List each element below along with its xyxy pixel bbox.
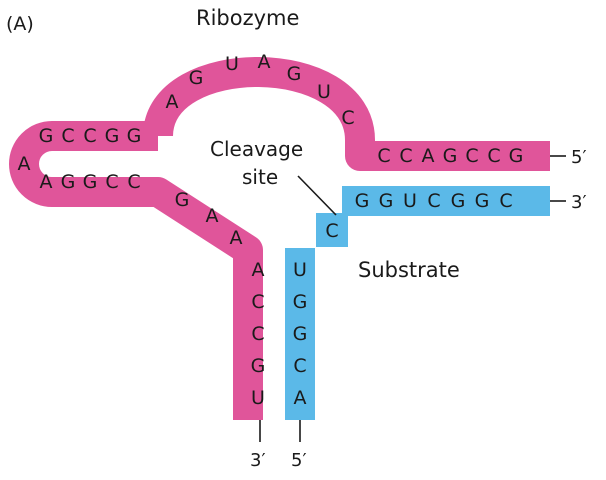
ribozyme-right-nt: A — [422, 145, 435, 167]
ribozyme-top-nt: C — [83, 125, 96, 147]
ribozyme-top-nt: G — [39, 125, 54, 147]
substrate-vertical-nt: C — [293, 355, 306, 377]
end-substrate-right: 3′ — [571, 192, 587, 213]
ribozyme-diagonal-nt: G — [175, 189, 190, 211]
substrate-vertical-nt: A — [294, 387, 307, 409]
ribozyme-backbone — [9, 121, 263, 420]
ribozyme-vertical-nt: G — [251, 355, 266, 377]
substrate-right-nt: U — [403, 190, 417, 212]
substrate-vertical-nt: U — [293, 259, 307, 281]
substrate-vertical-bar — [285, 248, 315, 420]
panel-label: (A) — [6, 13, 34, 35]
ribozyme-diagonal-nt: A — [230, 227, 243, 249]
ribozyme-arc-nt: U — [225, 53, 239, 75]
ribozyme-lower-nt: G — [83, 171, 98, 193]
ribozyme-right-nt: C — [465, 145, 478, 167]
cleavage-label-line1: Cleavage — [210, 137, 303, 161]
ribozyme-right-nt: C — [487, 145, 500, 167]
ribozyme-arc — [143, 57, 550, 171]
ribozyme-lower-nt: C — [127, 171, 140, 193]
ribozyme-loop-nt: A — [18, 153, 31, 175]
cleavage-pointer — [297, 175, 337, 216]
substrate-right-nt: G — [475, 190, 490, 212]
ribozyme-vertical-nt: A — [252, 259, 265, 281]
ribozyme-label: Ribozyme — [196, 6, 299, 30]
ribozyme-vertical-nt: C — [251, 291, 264, 313]
ribozyme-arc-nt: G — [287, 63, 302, 85]
substrate-vertical-nt: G — [293, 291, 308, 313]
ribozyme-right-nt: G — [509, 145, 524, 167]
ribozyme-top-nt: C — [61, 125, 74, 147]
substrate-right-nt: C — [427, 190, 440, 212]
substrate-right-nt: G — [379, 190, 394, 212]
ribozyme-top-nt: G — [105, 125, 120, 147]
ribozyme-arc-nt: A — [258, 51, 271, 73]
substrate-step-box — [316, 213, 348, 247]
end-ribozyme-bottom: 3′ — [250, 450, 266, 471]
ribozyme-vertical-nt: C — [251, 323, 264, 345]
substrate-right-bar — [342, 186, 550, 216]
ribozyme-arc-nt: U — [317, 81, 331, 103]
substrate-right-nt: G — [451, 190, 466, 212]
ribozyme-vertical-nt: U — [251, 387, 265, 409]
substrate-vertical-nt: G — [293, 323, 308, 345]
end-ribozyme-right: 5′ — [571, 147, 587, 168]
ribozyme-lower-nt: G — [61, 171, 76, 193]
ribozyme-arc-nt: G — [189, 67, 204, 89]
end-substrate-bottom: 5′ — [291, 450, 307, 471]
substrate-right-nt: G — [355, 190, 370, 212]
cleavage-label-line2: site — [242, 165, 278, 189]
ribozyme-lower-nt: A — [40, 171, 53, 193]
ribozyme-lower-nt: C — [105, 171, 118, 193]
ribozyme-right-nt: C — [399, 145, 412, 167]
ribozyme-right-nt: G — [443, 145, 458, 167]
ribozyme-arc-nt: A — [166, 91, 179, 113]
ribozyme-right-nt: C — [377, 145, 390, 167]
substrate-right-nt: C — [499, 190, 512, 212]
ribozyme-arc-nt: C — [341, 107, 354, 129]
ribozyme-top-nt: G — [127, 125, 142, 147]
substrate-step-nt: C — [325, 220, 338, 242]
substrate-label: Substrate — [358, 258, 460, 282]
ribozyme-diagonal-nt: A — [206, 205, 219, 227]
